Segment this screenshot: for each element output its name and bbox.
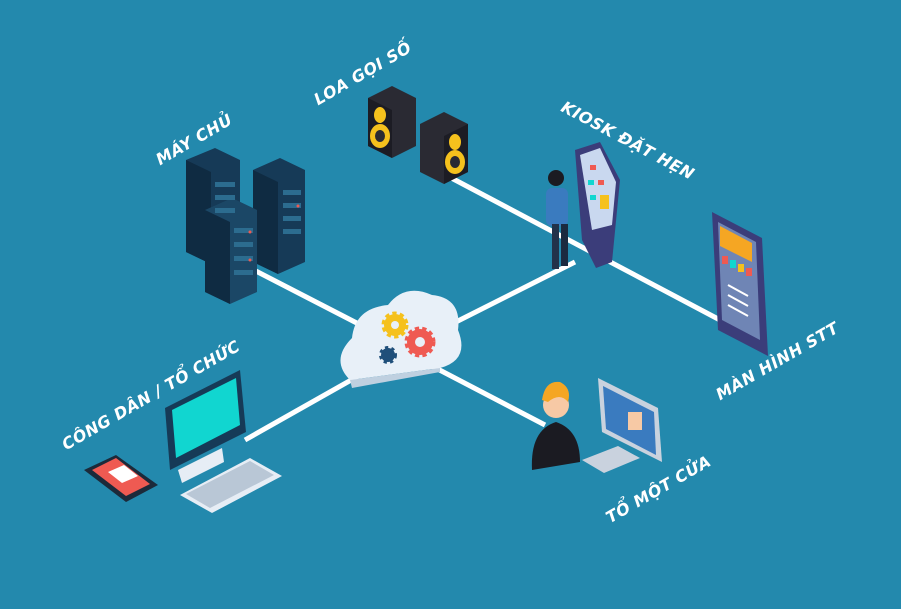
queue-display-icon xyxy=(712,212,768,356)
desk-officer-icon xyxy=(531,378,662,473)
kiosk-icon xyxy=(546,142,620,269)
smartphone-icon xyxy=(84,455,158,502)
server-rack-icon xyxy=(186,148,305,304)
cloud-icon xyxy=(340,290,462,388)
desktop-computer-icon xyxy=(165,370,282,513)
speaker-icon xyxy=(368,86,468,184)
gear-icon xyxy=(379,346,397,364)
connector-lines xyxy=(243,169,722,443)
